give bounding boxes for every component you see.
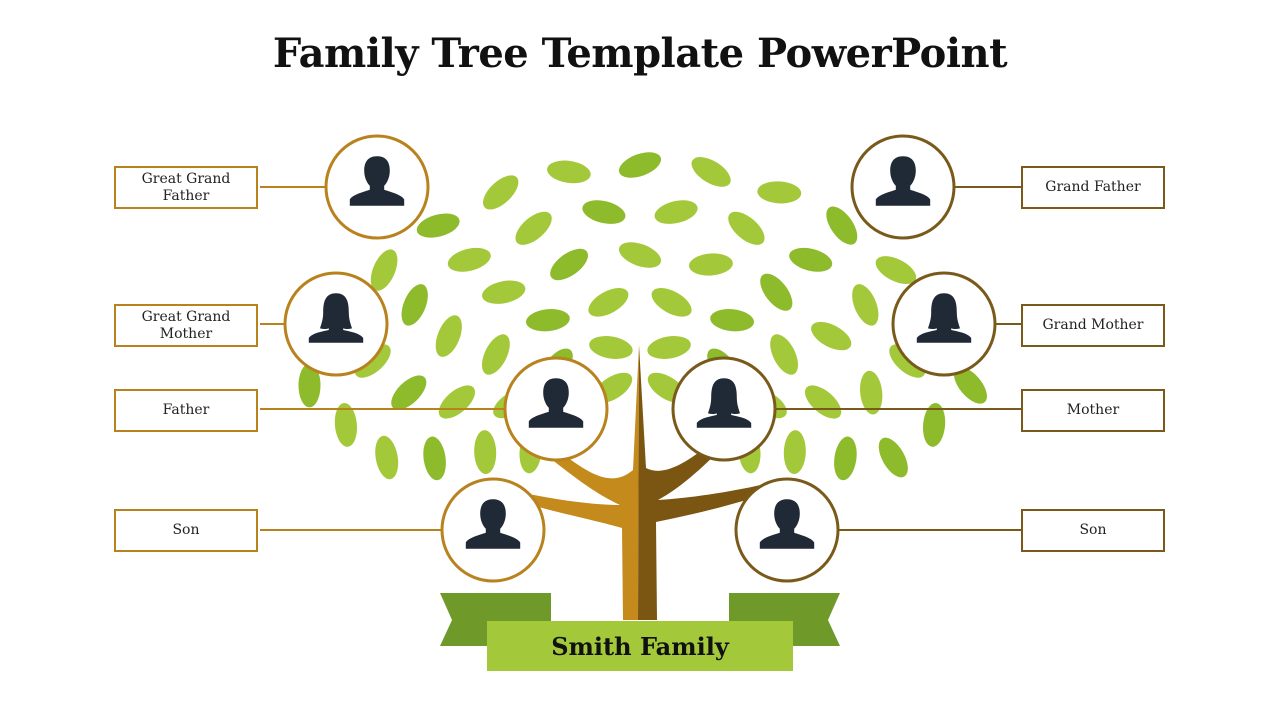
- leaf: [391, 375, 427, 410]
- leaf: [651, 287, 692, 317]
- leaf: [922, 402, 946, 447]
- member-avatar: [850, 134, 956, 240]
- leaf: [654, 200, 698, 224]
- leaf: [483, 175, 519, 210]
- leaf: [954, 367, 987, 404]
- leaf: [416, 213, 460, 238]
- member-label: Son: [1021, 509, 1165, 552]
- member-label: Great Grand Father: [114, 166, 258, 209]
- member-avatar: [891, 271, 997, 377]
- family-banner: [440, 593, 840, 671]
- leaf: [525, 309, 570, 332]
- leaf: [789, 247, 833, 272]
- leaf: [550, 248, 589, 281]
- leaf: [804, 385, 842, 419]
- leaf: [582, 200, 626, 224]
- leaf: [435, 315, 462, 357]
- leaf: [688, 253, 733, 276]
- member-label: Father: [114, 389, 258, 432]
- leaf: [481, 334, 510, 375]
- member-label: Grand Mother: [1021, 304, 1165, 347]
- leaf: [860, 370, 883, 415]
- leaf: [783, 430, 806, 475]
- leaf: [298, 363, 321, 408]
- leaf: [423, 436, 446, 481]
- leaf: [647, 336, 691, 359]
- leaf: [691, 157, 731, 187]
- leaf: [760, 273, 793, 311]
- leaf: [589, 336, 633, 359]
- leaf: [852, 284, 879, 326]
- leaf: [878, 437, 908, 478]
- member-label: Mother: [1021, 389, 1165, 432]
- leaf: [770, 334, 799, 375]
- leaf: [618, 152, 662, 178]
- member-avatar: [440, 477, 546, 583]
- member-label: Son: [114, 509, 258, 552]
- leaf: [474, 430, 497, 475]
- leaf: [834, 436, 857, 481]
- page-title: Family Tree Template PowerPoint: [272, 30, 1008, 77]
- leaf: [757, 181, 802, 204]
- member-avatar: [324, 134, 430, 240]
- leaf: [334, 402, 358, 447]
- leaf: [515, 211, 552, 245]
- leaf: [547, 160, 591, 184]
- leaf: [811, 321, 852, 351]
- member-label: Grand Father: [1021, 166, 1165, 209]
- leaf: [438, 385, 476, 419]
- member-avatar: [283, 271, 389, 377]
- leaf: [826, 206, 858, 245]
- family-name: Smith Family: [551, 631, 729, 661]
- leaf: [588, 287, 629, 317]
- leaf: [710, 309, 755, 332]
- leaf: [370, 249, 398, 291]
- member-avatar: [503, 356, 609, 462]
- member-avatar: [734, 477, 840, 583]
- member-avatars: [283, 134, 997, 583]
- leaf: [618, 242, 662, 268]
- member-label: Great Grand Mother: [114, 304, 258, 347]
- member-avatar: [671, 356, 777, 462]
- leaf: [447, 247, 491, 272]
- leaf: [482, 280, 526, 304]
- connector-lines: [260, 186, 1021, 531]
- leaf: [401, 284, 428, 326]
- tree-trunk: [515, 345, 770, 620]
- leaf: [875, 256, 917, 285]
- leaf: [728, 211, 765, 245]
- leaf: [375, 435, 399, 480]
